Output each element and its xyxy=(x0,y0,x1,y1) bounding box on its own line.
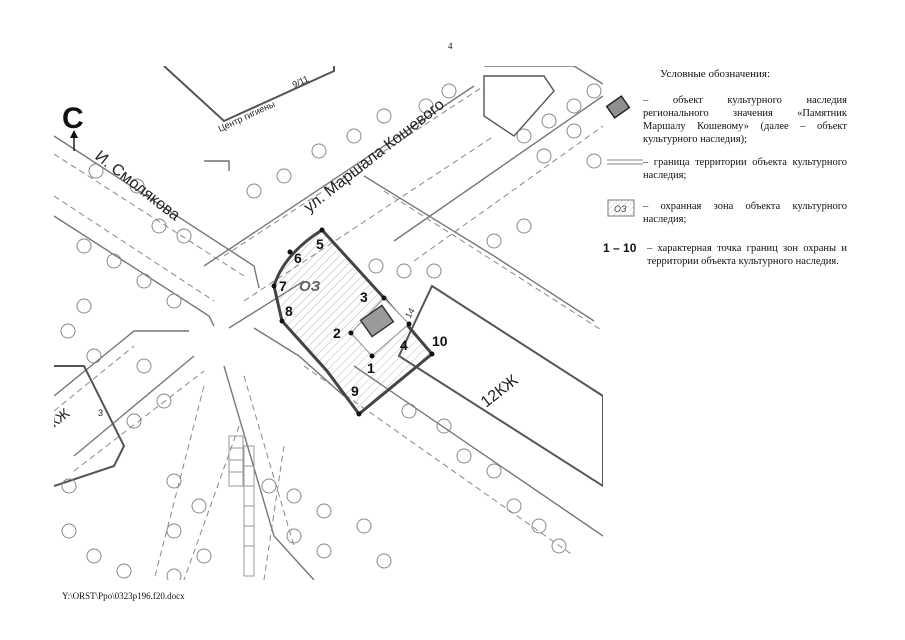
point-label-8: 8 xyxy=(285,303,293,319)
map-legend: Условные обозначения: – объект культурно… xyxy=(603,66,863,366)
legend-protection-zone-symbol: ОЗ xyxy=(607,199,635,217)
site-plan-map: 1 2 3 4 5 6 7 8 9 10 ОЗ 14 ул. Маршала К… xyxy=(54,66,603,580)
building-label-12kzh: 12КЖ xyxy=(478,372,522,411)
building-label-9-11: 9/11 xyxy=(291,74,311,90)
point-label-2: 2 xyxy=(333,325,341,341)
north-arrow: С xyxy=(62,102,84,151)
point-label-7: 7 xyxy=(279,278,287,294)
document-file-path: Y:\ORST\Ppo\0323p196.f20.docx xyxy=(62,591,185,601)
protection-zone-area xyxy=(274,230,432,414)
sidewalk-lines xyxy=(54,85,603,580)
north-label: С xyxy=(62,102,84,135)
building-label-kzh-left: КЖ xyxy=(54,405,73,431)
legend-title: Условные обозначения: xyxy=(660,68,771,80)
road-edges xyxy=(54,66,603,580)
crosswalk xyxy=(228,435,255,577)
point-label-5: 5 xyxy=(316,236,324,252)
legend-text-protection-zone: – охранная зона объекта культурного насл… xyxy=(643,201,847,225)
legend-heritage-symbol xyxy=(605,95,631,119)
point-label-4: 4 xyxy=(400,337,408,353)
heritage-object xyxy=(359,304,395,338)
point-label-1: 1 xyxy=(367,360,375,376)
legend-text-points: – характерная точка границ зон охраны и … xyxy=(647,243,847,267)
legend-zone-symbol-label: ОЗ xyxy=(614,204,627,214)
point-label-10: 10 xyxy=(432,333,448,349)
street-label-smolyakova: И. Смолякова xyxy=(92,148,184,225)
page-number: 4 xyxy=(448,41,453,51)
protection-zone-boundary xyxy=(272,228,435,417)
point-label-6: 6 xyxy=(294,250,302,266)
characteristic-points xyxy=(271,227,435,417)
legend-points-symbol: 1 – 10 xyxy=(603,241,637,255)
building-label-3: 3 xyxy=(98,408,103,418)
legend-territory-boundary-symbol xyxy=(607,159,643,165)
legend-text-heritage: – объект культурного наследия региональн… xyxy=(643,95,847,145)
legend-text-territory-boundary: – граница территории объекта культурного… xyxy=(643,157,847,181)
zone-label: ОЗ xyxy=(299,278,321,295)
building-label-center-hygiene: Центр гигиены xyxy=(217,99,277,134)
building-label-14: 14 xyxy=(403,306,417,320)
trees xyxy=(60,83,602,580)
point-label-9: 9 xyxy=(351,383,359,399)
point-label-3: 3 xyxy=(360,289,368,305)
